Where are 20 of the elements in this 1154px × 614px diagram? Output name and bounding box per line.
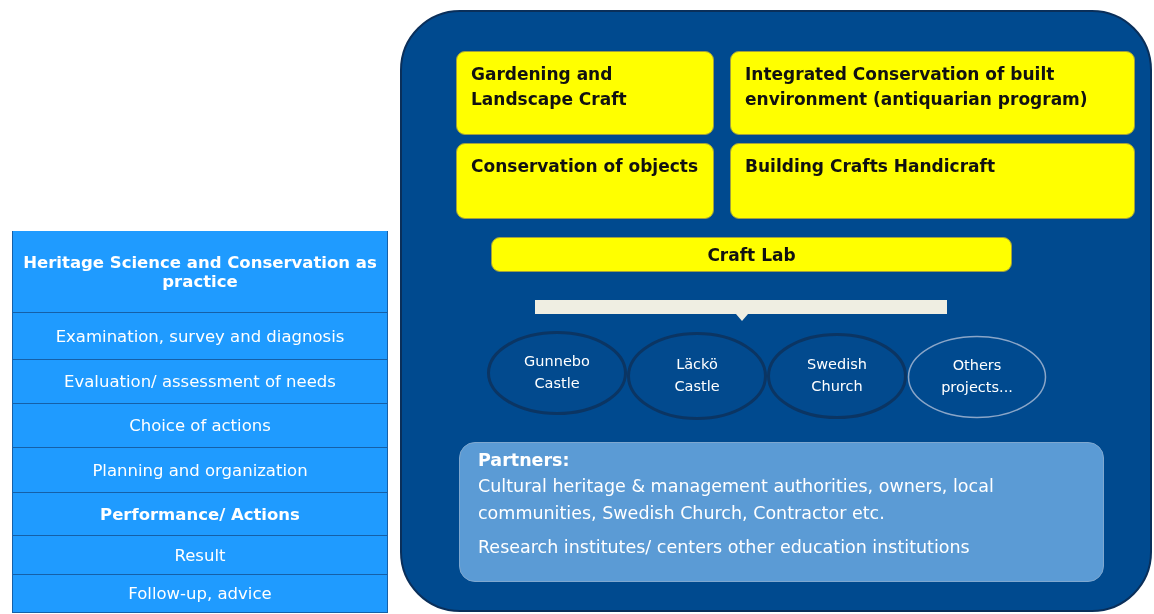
project-ellipse: Läckö Castle <box>627 332 767 420</box>
callout-bar <box>535 300 948 322</box>
list-row: Planning and organization <box>12 448 388 493</box>
list-row: Evaluation/ assessment of needs <box>12 360 388 404</box>
program-box: Craft Lab <box>491 237 1012 272</box>
project-ellipse: Swedish Church <box>767 333 907 419</box>
partners-box: Partners: Cultural heritage & management authorities, owners, local communities, Swedish Church, Contractor etc. Research institutes/ centers other education institutions <box>459 442 1104 582</box>
list-row: Follow-up, advice <box>12 575 388 613</box>
list-row: Result <box>12 536 388 575</box>
program-box: Conservation of objects <box>456 143 714 219</box>
program-box: Integrated Conservation of built environment (antiquarian program) <box>730 51 1135 135</box>
list-header: Heritage Science and Conservation as practice <box>12 231 388 313</box>
program-box: Gardening and Landscape Craft <box>456 51 714 135</box>
program-panel <box>400 10 1152 612</box>
project-ellipse: Gunnebo Castle <box>487 331 627 415</box>
project-ellipse: Others projects... <box>907 335 1047 419</box>
list-row: Performance/ Actions <box>12 493 388 536</box>
list-row: Choice of actions <box>12 404 388 448</box>
list-row: Examination, survey and diagnosis <box>12 313 388 360</box>
program-box: Building Crafts Handicraft <box>730 143 1135 219</box>
